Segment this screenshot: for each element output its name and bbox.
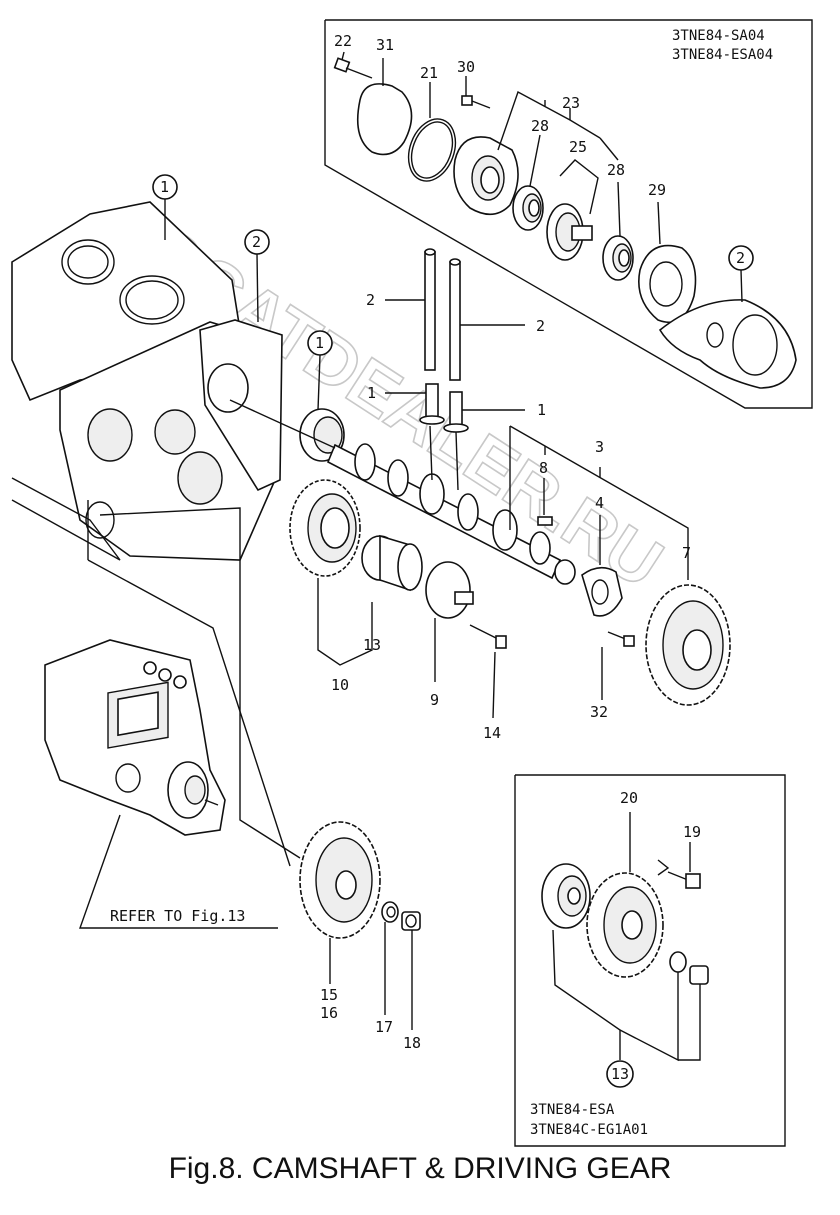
bolt-32 [601, 631, 635, 700]
label-22: 22 [334, 32, 352, 50]
bolt-22 [333, 51, 373, 79]
label-18: 18 [403, 1034, 421, 1052]
gear-20 [586, 812, 664, 978]
label-19: 19 [683, 823, 701, 841]
figure-caption: Fig.8. CAMSHAFT & DRIVING GEAR [168, 1152, 672, 1185]
o-ring-21 [407, 82, 457, 182]
label-17: 17 [375, 1018, 393, 1036]
label-8: 8 [539, 459, 548, 477]
svg-text:2: 2 [252, 233, 261, 251]
callout-circle-13: 13 [606, 1060, 634, 1088]
nut-small [689, 965, 709, 985]
washer-17 [381, 901, 399, 1015]
injection-pump [44, 639, 226, 836]
label-10: 10 [331, 676, 349, 694]
label-13: 13 [363, 636, 381, 654]
driving-gear-15-16 [299, 821, 381, 984]
cam-gear-10 [289, 479, 373, 666]
key-8 [537, 478, 553, 526]
refer-note: REFER TO Fig.13 [110, 907, 245, 925]
hub-part [541, 863, 591, 929]
bushing-13 [361, 534, 423, 592]
label-1-left: 1 [367, 384, 376, 402]
label-16: 16 [320, 1004, 338, 1022]
label-3: 3 [595, 438, 604, 456]
box-top-line2: 3TNE84-ESA04 [672, 47, 773, 63]
box-top-line1: 3TNE84-SA04 [672, 28, 765, 44]
label-7: 7 [682, 544, 691, 562]
label-30: 30 [457, 58, 475, 76]
label-9: 9 [430, 691, 439, 709]
bearing-housing-23 [453, 90, 601, 216]
push-rods [385, 248, 525, 491]
label-32: 32 [590, 703, 608, 721]
svg-text:2: 2 [736, 249, 745, 267]
label-1-right: 1 [537, 401, 546, 419]
label-2-right: 2 [536, 317, 545, 335]
box-bottom-line1: 3TNE84-ESA [530, 1102, 615, 1118]
engine-block [11, 201, 283, 561]
label-29: 29 [648, 181, 666, 199]
bearing-28-left [512, 134, 544, 231]
label-4: 4 [595, 494, 604, 512]
gear-25 [546, 159, 599, 261]
box-bottom-line2: 3TNE84C-EG1A01 [530, 1122, 648, 1138]
callout-circle-2a: 2 [244, 229, 270, 323]
label-23: 23 [562, 94, 580, 112]
nut-18 [401, 911, 421, 1030]
plate-4 [581, 515, 623, 617]
callout-circle-2b: 2 [728, 245, 754, 303]
label-21: 21 [420, 64, 438, 82]
label-14: 14 [483, 724, 501, 742]
gasket-29 [638, 201, 697, 324]
label-2-left: 2 [366, 291, 375, 309]
callout-circle-1b: 1 [307, 330, 333, 411]
label-31: 31 [376, 36, 394, 54]
bearing-28-right [599, 137, 634, 281]
svg-text:13: 13 [611, 1065, 629, 1083]
callout-circle-1a: 1 [152, 174, 178, 240]
cover-plate-31 [356, 58, 413, 156]
camshaft [229, 399, 576, 585]
svg-text:1: 1 [315, 334, 324, 352]
label-25: 25 [569, 138, 587, 156]
label-15: 15 [320, 986, 338, 1004]
bolt-30 [461, 76, 491, 109]
bolt-19 [657, 842, 701, 889]
bottom-right-variant-box: 3TNE84-ESA 3TNE84C-EG1A01 [514, 774, 786, 1147]
gasket-2-piece [658, 299, 797, 389]
svg-text:1: 1 [160, 178, 169, 196]
label-28-right: 28 [607, 161, 625, 179]
label-20: 20 [620, 789, 638, 807]
thrust-plate-9 [425, 561, 474, 682]
label-28-left: 28 [531, 117, 549, 135]
bolt-14 [469, 624, 507, 719]
gear-7 [645, 584, 731, 706]
washer-small [669, 951, 687, 973]
top-right-variant-box: 3TNE84-SA04 3TNE84-ESA04 [324, 19, 813, 409]
